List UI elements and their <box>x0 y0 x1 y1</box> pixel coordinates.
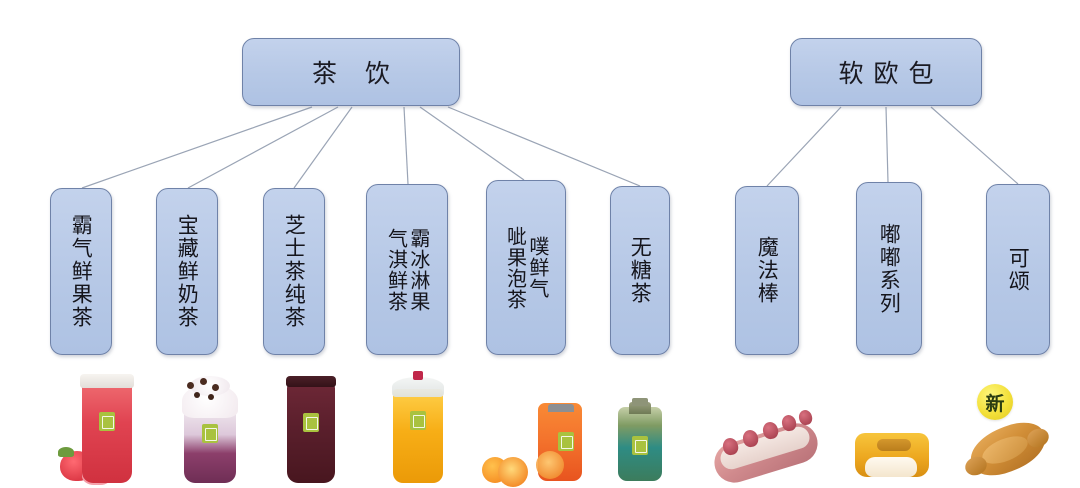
product-image-magic-wand-bread <box>707 398 829 488</box>
connector-tea-1 <box>81 106 313 189</box>
product-image-strawberry-fruit-tea <box>52 370 162 487</box>
leaf-label-column: 气淇鲜茶 <box>384 227 409 312</box>
leaf-node-bawang-fresh-fruit-tea[interactable]: 霸气鲜果茶 <box>50 188 112 355</box>
root-node-tea-label: 茶 饮 <box>312 59 400 88</box>
product-image-taro-milk-tea <box>162 370 258 487</box>
product-image-mango-ice-cream-fruit-tea <box>374 371 462 487</box>
connector-tea-4 <box>403 106 409 185</box>
connector-tea-5 <box>419 106 525 181</box>
leaf-label-column: 噗鲜气 <box>525 236 550 299</box>
leaf-node-magic-wand[interactable]: 魔法棒 <box>735 186 799 355</box>
leaf-label-column: 无糖茶 <box>628 236 653 305</box>
root-node-tea[interactable]: 茶 饮 <box>242 38 460 106</box>
leaf-node-sparkling-fruit-tea[interactable]: 噗鲜气 呲果泡茶 <box>486 180 566 355</box>
connector-tea-2 <box>187 106 339 189</box>
leaf-node-sugar-free-tea[interactable]: 无糖茶 <box>610 186 670 355</box>
connector-tea-6 <box>447 106 641 187</box>
product-image-cheese-pure-tea <box>268 373 354 487</box>
leaf-node-treasure-milk-tea[interactable]: 宝藏鲜奶茶 <box>156 188 218 355</box>
leaf-label-column: 可颂 <box>1006 246 1031 293</box>
product-image-sugar-free-tea <box>598 388 682 487</box>
new-badge-label: 新 <box>985 392 1005 415</box>
leaf-node-cheese-pure-tea[interactable]: 芝士茶纯茶 <box>263 188 325 355</box>
connector-bakery-3 <box>930 106 1019 185</box>
leaf-node-ice-cream-fruit-tea[interactable]: 霸冰淋果 气淇鲜茶 <box>366 184 448 355</box>
connector-tea-3 <box>293 106 353 189</box>
new-badge: 新 <box>977 384 1013 420</box>
leaf-label-column: 霸气鲜果茶 <box>69 214 94 329</box>
leaf-label-column: 宝藏鲜奶茶 <box>175 214 200 329</box>
product-image-dudu-pastry <box>847 415 937 487</box>
connector-bakery-1 <box>766 106 842 187</box>
connector-bakery-2 <box>885 106 889 183</box>
leaf-node-croissant[interactable]: 可颂 <box>986 184 1050 355</box>
root-node-bakery[interactable]: 软欧包 <box>790 38 982 106</box>
leaf-label-column: 芝士茶纯茶 <box>282 214 307 329</box>
root-node-bakery-label: 软欧包 <box>838 59 944 88</box>
leaf-label-column: 魔法棒 <box>755 236 780 305</box>
leaf-label-column: 霸冰淋果 <box>406 227 431 312</box>
product-image-orange-sparkling-drink <box>480 386 582 487</box>
leaf-node-dudu-series[interactable]: 嘟嘟系列 <box>856 182 922 355</box>
leaf-label-column: 嘟嘟系列 <box>877 222 902 315</box>
leaf-label-column: 呲果泡茶 <box>503 225 528 310</box>
